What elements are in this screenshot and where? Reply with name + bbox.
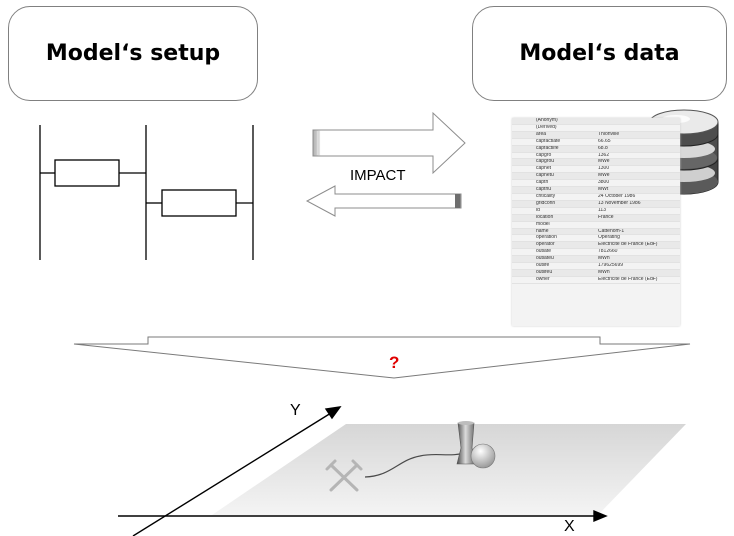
property-key: (Derived): [536, 124, 557, 130]
table-row: name Cattenom-1: [512, 228, 680, 236]
property-key: (Anonym): [536, 118, 558, 123]
table-row: operator Electricite de France (EdF): [512, 242, 680, 250]
power-plant-icon: [456, 421, 496, 469]
property-value: Electricite de France (EdF): [598, 276, 658, 282]
property-key: id: [536, 207, 540, 213]
table-row: owner Electricite de France (EdF): [512, 277, 680, 284]
property-key: outlife: [536, 263, 550, 269]
property-value: [598, 118, 680, 124]
property-key: capfactlife: [536, 145, 559, 151]
table-row: outlifeu MWh: [512, 269, 680, 277]
property-key: capthu: [536, 187, 552, 193]
model-data-title: Model‘s data: [519, 41, 680, 66]
property-value: [598, 222, 680, 228]
table-row: outlateu MWh: [512, 256, 680, 264]
property-value: 1362: [598, 152, 610, 158]
funnel-arrow-icon: [73, 336, 691, 379]
table-row: capth 3800: [512, 180, 680, 188]
x-axis-label: X: [564, 518, 575, 535]
property-key: outlate: [536, 249, 552, 255]
table-row: capnet 1300: [512, 166, 680, 174]
model-data-box: Model‘s data: [472, 6, 727, 101]
properties-table: (Anonym)(Derived)area Thionville capfactla…: [512, 118, 680, 326]
table-row: operation Operating: [512, 235, 680, 243]
model-setup-box: Model‘s setup: [8, 6, 258, 101]
circuit-diagram-icon: [39, 125, 254, 260]
property-key: location: [536, 214, 554, 220]
axes: [118, 406, 608, 536]
table-row: model: [512, 222, 680, 229]
table-row: id 113: [512, 208, 680, 215]
property-key: capth: [536, 180, 549, 186]
property-value: 68.8: [598, 145, 608, 151]
property-key: capgro: [536, 152, 552, 158]
table-row: capgrou MWe: [512, 159, 680, 167]
property-value: Electricite de France (EdF): [598, 242, 658, 248]
property-value: Operating: [598, 235, 620, 241]
cable-line: [364, 451, 471, 478]
table-row: capgro 1362: [512, 153, 680, 160]
property-key: capnet: [536, 166, 552, 172]
table-row: outlife 179625699: [512, 263, 680, 270]
table-row: gridconn 13 November 1986: [512, 200, 680, 208]
table-row: outlate 7812660: [512, 249, 680, 257]
property-value: 113: [598, 207, 606, 213]
y-axis-label: Y: [290, 402, 301, 419]
property-value: 66.65: [598, 138, 611, 144]
model-setup-title: Model‘s setup: [45, 41, 221, 66]
table-row: (Anonym): [512, 118, 680, 125]
property-value: 24 October 1986: [598, 193, 636, 199]
property-value: Thionville: [598, 131, 620, 137]
property-value: MWe: [598, 159, 610, 165]
property-value: MWh: [598, 269, 610, 275]
property-value: MWh: [598, 256, 610, 262]
table-row: location France: [512, 214, 680, 222]
property-value: 179625699: [598, 263, 624, 269]
property-key: capfactlate: [536, 138, 561, 144]
property-key: capgrou: [536, 159, 555, 165]
property-value: [598, 125, 680, 131]
property-value: 1300: [598, 166, 610, 172]
property-key: outlateu: [536, 256, 554, 262]
ground-plane: [212, 424, 686, 515]
right-arrow-icon: [312, 111, 466, 175]
hammer-and-pick-icon: [325, 459, 363, 492]
property-key: operator: [536, 242, 555, 248]
property-value: France: [598, 214, 614, 220]
property-key: name: [536, 228, 549, 234]
property-key: criticality: [536, 193, 556, 199]
table-row: criticality 24 October 1986: [512, 194, 680, 201]
table-row: capnetu MWe: [512, 173, 680, 181]
property-key: outlifeu: [536, 269, 553, 275]
impact-label: IMPACT: [350, 167, 406, 184]
property-value: 13 November 1986: [598, 200, 641, 206]
table-row: capfactlife 68.8: [512, 145, 680, 153]
property-key: area: [536, 131, 547, 137]
property-value: 7812660: [598, 249, 618, 255]
left-arrow-icon: [305, 185, 462, 217]
property-key: operation: [536, 235, 557, 241]
property-value: MWe: [598, 173, 610, 179]
property-value: 3800: [598, 180, 610, 186]
table-row: (Derived): [512, 125, 680, 132]
property-value: MWt: [598, 187, 609, 193]
property-key: capnetu: [536, 173, 554, 179]
table-row: area Thionville: [512, 131, 680, 139]
property-value: Cattenom-1: [598, 228, 625, 234]
property-key: model: [536, 221, 550, 227]
property-key: gridconn: [536, 200, 556, 206]
table-row: capthu MWt: [512, 187, 680, 194]
question-mark: ?: [389, 353, 400, 372]
property-key: owner: [536, 276, 550, 282]
table-row: capfactlate 66.65: [512, 139, 680, 146]
